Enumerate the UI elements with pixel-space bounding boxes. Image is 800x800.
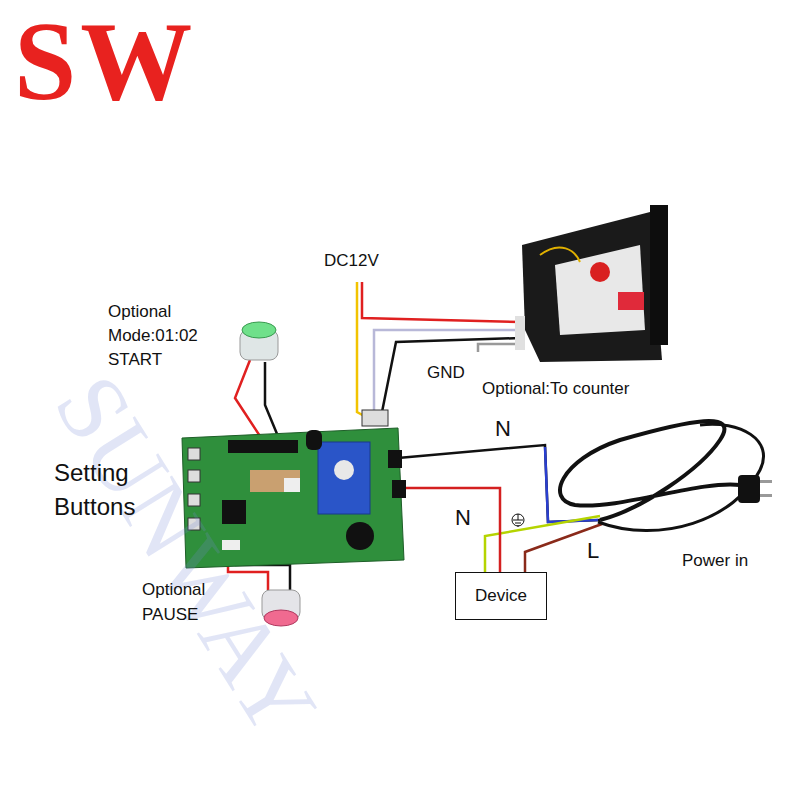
acceptor-wiring bbox=[540, 247, 580, 262]
capacitor bbox=[306, 430, 322, 450]
power-plug bbox=[738, 475, 760, 503]
wire-note: Optional:To counter bbox=[482, 378, 629, 401]
plug-pin bbox=[760, 480, 772, 483]
acceptor-lever bbox=[618, 292, 644, 310]
wire-name: L bbox=[587, 536, 599, 566]
wire-name: N bbox=[455, 503, 471, 533]
gnd-wire bbox=[382, 338, 520, 412]
dc-terminal bbox=[362, 410, 388, 426]
signal-name: DC12V bbox=[324, 250, 379, 273]
box-label: Device bbox=[475, 586, 527, 606]
power-cord bbox=[560, 421, 740, 520]
chip bbox=[228, 440, 298, 453]
plug-pin bbox=[760, 494, 772, 497]
setting-button bbox=[188, 448, 200, 460]
terminal bbox=[392, 480, 406, 498]
power-wires bbox=[398, 445, 602, 572]
power-cord bbox=[560, 421, 764, 531]
relay-wire bbox=[499, 500, 502, 572]
relay-wire bbox=[404, 488, 500, 500]
buzzer bbox=[346, 522, 374, 550]
wire-name: N bbox=[495, 414, 511, 444]
earth-wire bbox=[485, 516, 600, 572]
acceptor-label bbox=[555, 245, 645, 335]
acceptor-knob bbox=[590, 262, 610, 282]
grey-wire bbox=[374, 330, 520, 412]
earth-symbol bbox=[513, 514, 523, 526]
power-cord bbox=[598, 424, 764, 530]
counter-wire bbox=[478, 344, 520, 352]
button-label: Optional Mode:01:02 START bbox=[108, 300, 208, 372]
button-cap bbox=[242, 322, 276, 338]
device-box: Device bbox=[455, 572, 547, 620]
resistors bbox=[250, 470, 300, 492]
part-name: Setting Buttons bbox=[54, 456, 184, 523]
power-plug bbox=[738, 475, 772, 503]
coin-acceptor bbox=[515, 205, 668, 362]
live-wire bbox=[525, 524, 602, 572]
coin-acceptor bbox=[522, 212, 662, 362]
brand-logo: SW bbox=[14, 0, 196, 123]
red-wire bbox=[362, 282, 520, 322]
earth-symbol bbox=[512, 514, 524, 526]
relay-label bbox=[334, 460, 354, 480]
terminal bbox=[388, 450, 402, 468]
earth-symbol bbox=[512, 514, 524, 526]
part-name: Power in bbox=[682, 550, 748, 573]
acceptor-bezel bbox=[650, 205, 668, 345]
button-label: Optional PAUSE bbox=[142, 578, 237, 627]
acceptor-connector bbox=[515, 316, 525, 350]
signal-name: GND bbox=[427, 362, 465, 385]
blue-wire bbox=[545, 447, 598, 522]
button-connector bbox=[284, 478, 300, 492]
relay bbox=[318, 442, 370, 514]
regulator bbox=[222, 500, 246, 524]
